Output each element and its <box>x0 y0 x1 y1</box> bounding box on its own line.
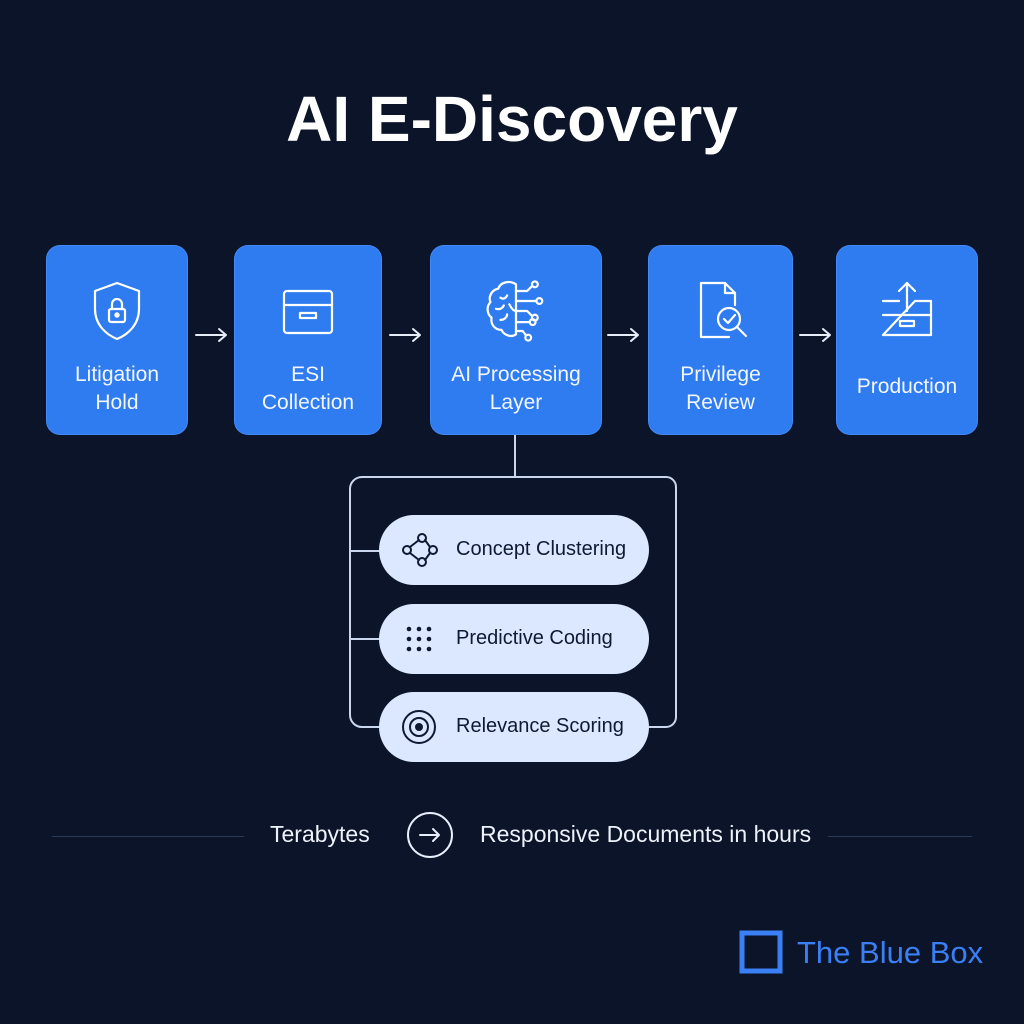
step-label-line1: Production <box>856 375 958 398</box>
shield-lock-icon <box>93 281 141 341</box>
step-esi-collection: ESI Collection <box>234 245 382 435</box>
subprocess-predictive-coding: Predictive Coding <box>379 604 649 674</box>
arrow-circle-icon <box>407 812 453 858</box>
arrow-icon <box>799 328 831 342</box>
step-label-line2: Review <box>686 391 755 414</box>
document-magnifier-icon <box>699 281 747 339</box>
dot-grid-icon <box>406 626 432 652</box>
subprocess-label: Relevance Scoring <box>456 715 624 737</box>
step-litigation-hold: Litigation Hold <box>46 245 188 435</box>
step-label-line1: ESI <box>291 363 325 386</box>
arrow-icon <box>607 328 639 342</box>
ai-brain-icon <box>486 280 544 342</box>
archive-box-icon <box>282 289 334 335</box>
step-label-line2: Collection <box>261 391 355 414</box>
footer-divider-left <box>52 836 244 837</box>
target-icon <box>402 710 436 744</box>
step-label-line2: Layer <box>489 391 543 414</box>
footer-from: Terabytes <box>270 821 370 847</box>
step-label-line2: Hold <box>95 391 139 414</box>
step-label-line1: AI Processing <box>451 363 581 386</box>
subprocess-relevance-scoring: Relevance Scoring <box>379 692 649 762</box>
page-title: AI E-Discovery <box>286 83 738 155</box>
footer-to: Responsive Documents in hours <box>480 821 812 847</box>
subprocess-label: Predictive Coding <box>456 627 613 649</box>
box-export-icon <box>881 281 933 337</box>
step-production: Production <box>836 245 978 435</box>
step-privilege-review: Privilege Review <box>648 245 793 435</box>
subprocess-label: Concept Clustering <box>456 538 627 560</box>
footer-divider-right <box>828 836 972 837</box>
subprocess-concept-clustering: Concept Clustering <box>379 515 649 585</box>
step-ai-processing-layer: AI Processing Layer <box>430 245 602 435</box>
blue-box-logo-icon <box>739 930 783 974</box>
step-label-line1: Litigation <box>74 363 160 386</box>
brand-name: The Blue Box <box>797 935 984 970</box>
cluster-nodes-icon <box>402 533 438 567</box>
subprocess-bracket <box>349 435 677 728</box>
step-label-line1: Privilege <box>680 363 761 386</box>
arrow-icon <box>389 328 421 342</box>
arrow-icon <box>195 328 227 342</box>
